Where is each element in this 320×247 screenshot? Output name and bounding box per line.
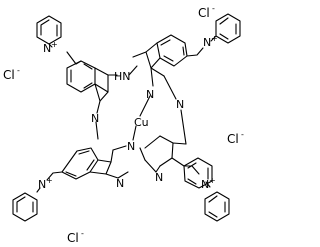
benzo-ring-bottom-right: [159, 135, 213, 189]
pyridinium-n-top-right: N +: [203, 34, 218, 49]
chloride-bottom-left: Cl -: [67, 229, 84, 245]
svg-text:N: N: [201, 178, 209, 191]
pyrrole-n-top-right: N: [146, 88, 154, 101]
chloride-top-right: Cl -: [198, 4, 215, 20]
svg-text:Cl: Cl: [198, 6, 210, 20]
pyridinium-ring-bottom-left: [12, 171, 63, 222]
svg-text:+: +: [209, 176, 216, 185]
pyridinium-ring-top-right: [186, 13, 241, 57]
svg-text:-: -: [212, 4, 215, 13]
aza-n-bottom-left: N: [116, 177, 124, 190]
aza-n-right: N: [176, 98, 184, 111]
svg-text:Cl: Cl: [67, 231, 79, 245]
copper-label: Cu: [134, 116, 149, 129]
svg-text:+: +: [211, 34, 218, 43]
pyridinium-ring-bottom-right: [183, 165, 230, 222]
nh-label: HN: [114, 70, 131, 83]
pyridinium-n-top-left: N +: [43, 40, 58, 55]
svg-text:N: N: [38, 178, 46, 191]
aza-n-bottom-right: N: [155, 171, 163, 184]
benzo-ring-top-right: [132, 34, 188, 77]
pyrrole-n-bottom-left: N: [127, 140, 135, 153]
copper-phthalocyanine-structure: N + N + N + N + HN N N N N N N Cu Cl - C…: [3, 4, 244, 245]
svg-text:N: N: [203, 36, 211, 49]
benzo-ring-top-left: [66, 60, 109, 102]
pyridinium-n-bottom-right: N +: [201, 176, 216, 191]
aza-n-top-left: N: [91, 112, 99, 125]
chloride-right: Cl -: [227, 130, 244, 146]
macrocycle-core: [95, 65, 187, 179]
svg-text:+: +: [46, 176, 53, 185]
svg-text:+: +: [51, 40, 58, 49]
svg-text:-: -: [241, 130, 244, 139]
pyridinium-ring-top-left: [36, 15, 82, 65]
svg-text:-: -: [17, 66, 20, 75]
svg-text:N: N: [43, 42, 51, 55]
svg-text:Cl: Cl: [227, 132, 239, 146]
pyridinium-n-bottom-left: N +: [38, 176, 53, 191]
chloride-left: Cl -: [3, 66, 20, 82]
svg-text:Cl: Cl: [3, 68, 15, 82]
benzo-ring-bottom-left: [61, 147, 119, 180]
svg-text:-: -: [81, 229, 84, 238]
